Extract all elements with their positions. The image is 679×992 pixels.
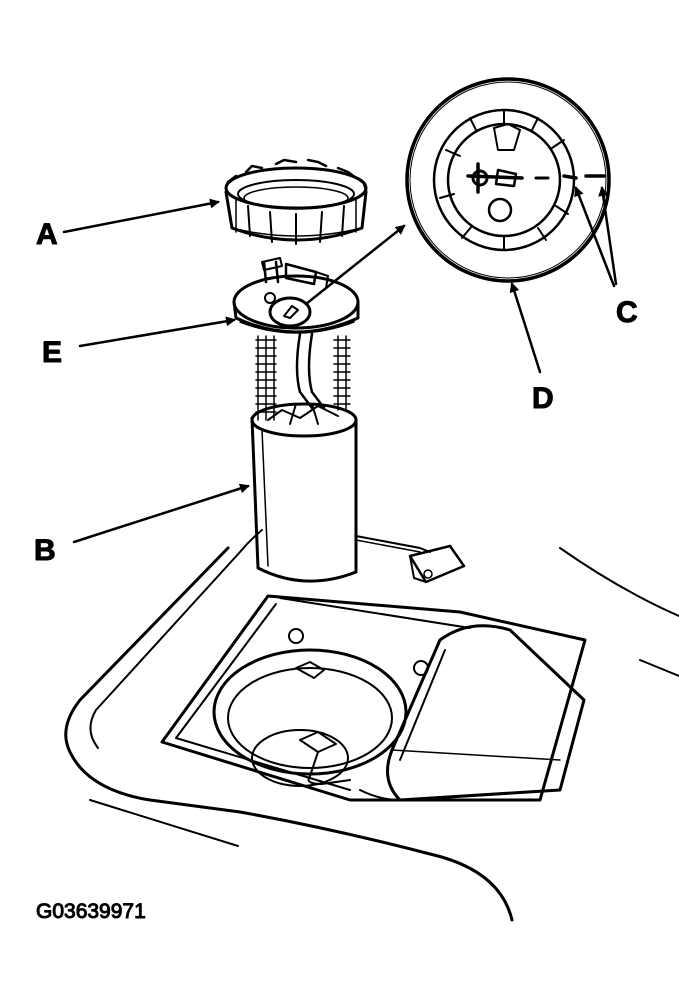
detail-view bbox=[405, 77, 611, 283]
callout-b: B bbox=[34, 534, 56, 567]
leader-c-1 bbox=[574, 186, 616, 288]
callout-e: E bbox=[42, 336, 62, 369]
callout-c: C bbox=[616, 296, 638, 329]
pump-springs bbox=[255, 335, 351, 421]
fuel-pump-assembly bbox=[232, 257, 360, 583]
leader-d bbox=[509, 282, 542, 374]
leader-lines bbox=[62, 186, 618, 544]
callout-d: D bbox=[532, 382, 554, 415]
leader-b bbox=[72, 483, 250, 544]
leader-c-2 bbox=[598, 186, 618, 286]
callout-a: A bbox=[36, 218, 58, 251]
electrical-connector bbox=[355, 535, 466, 584]
leader-detail bbox=[304, 224, 406, 306]
locking-ring bbox=[224, 158, 368, 245]
floor-panel bbox=[64, 529, 679, 922]
figure-id-label: G03639971 bbox=[36, 900, 146, 923]
leader-e bbox=[78, 316, 236, 348]
leader-a bbox=[62, 198, 220, 234]
